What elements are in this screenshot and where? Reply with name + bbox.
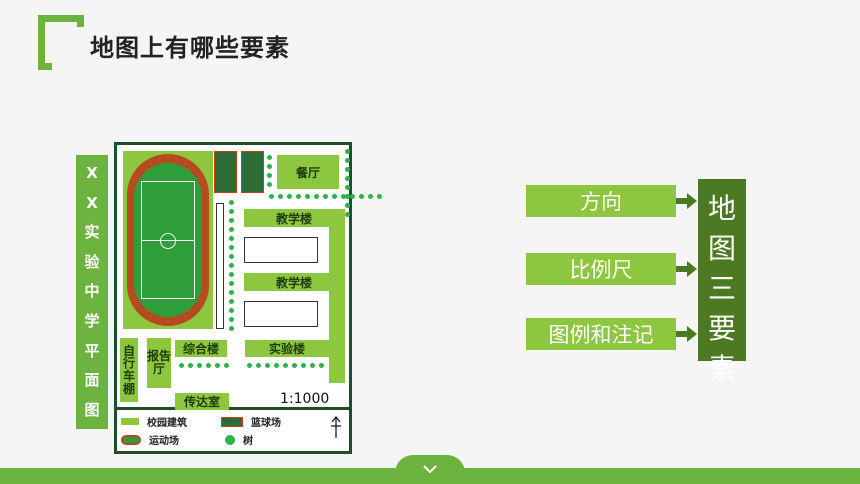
teaching-building-2: 教学楼 bbox=[244, 273, 344, 291]
tree-row bbox=[269, 194, 382, 199]
three-map-elements-box: 地 图 三 要 素 bbox=[698, 179, 746, 385]
flow-item-scale: 比例尺 bbox=[526, 253, 676, 285]
sports-field bbox=[123, 151, 213, 329]
legend-building: 校园建筑 bbox=[121, 414, 187, 429]
complex-building: 综合楼 bbox=[175, 340, 227, 357]
legend-sports: 运动场 bbox=[121, 432, 179, 447]
school-map: 餐厅 教学楼 教学楼 自行车棚 报告厅 综合楼 实验楼 传达室 1:1000 bbox=[114, 142, 382, 410]
report-hall-building: 报告厅 bbox=[147, 338, 171, 388]
football-pitch bbox=[141, 181, 195, 299]
tree-row bbox=[267, 155, 272, 187]
gate-room-building: 传达室 bbox=[175, 393, 229, 410]
map-title-char: X bbox=[86, 193, 98, 212]
teaching-building-1: 教学楼 bbox=[244, 209, 344, 227]
arrow-right-icon bbox=[676, 193, 697, 209]
footer-bar bbox=[0, 468, 860, 484]
path-strip bbox=[216, 203, 224, 329]
basketball-court bbox=[241, 151, 264, 193]
legend-tree: 树 bbox=[225, 432, 253, 447]
map-title-char: X bbox=[86, 164, 98, 183]
flow-item-direction: 方向 bbox=[526, 185, 676, 217]
arrow-right-icon bbox=[676, 261, 697, 277]
legend-basketball: 篮球场 bbox=[221, 414, 281, 429]
page-title: 地图上有哪些要素 bbox=[90, 34, 290, 62]
map-title-char: 中 bbox=[84, 282, 100, 301]
north-arrow-icon bbox=[331, 416, 341, 438]
bike-shed-building: 自行车棚 bbox=[120, 338, 138, 402]
map-vertical-title: X X 实 验 中 学 平 面 图 bbox=[76, 155, 108, 429]
basketball-court bbox=[214, 151, 237, 193]
flow-item-legend: 图例和注记 bbox=[526, 318, 676, 350]
east-wing bbox=[329, 209, 345, 383]
chevron-down-icon[interactable] bbox=[421, 463, 439, 475]
target-char: 素 bbox=[707, 352, 736, 385]
map-title-char: 学 bbox=[84, 312, 100, 330]
map-scale: 1:1000 bbox=[280, 391, 330, 407]
target-char: 三 bbox=[707, 272, 736, 305]
map-title-char: 实 bbox=[84, 223, 100, 242]
target-char: 要 bbox=[707, 312, 736, 345]
lab-building: 实验楼 bbox=[245, 340, 329, 357]
map-title-char: 图 bbox=[84, 400, 100, 419]
map-title-char: 平 bbox=[84, 341, 100, 360]
building-outline bbox=[244, 301, 318, 327]
map-legend: 校园建筑 篮球场 运动场 树 bbox=[114, 410, 352, 454]
map-title-char: 面 bbox=[84, 371, 100, 390]
tree-row bbox=[247, 363, 324, 368]
target-char: 图 bbox=[707, 232, 736, 265]
building-outline bbox=[244, 237, 318, 263]
tree-row bbox=[229, 200, 234, 331]
canteen-building: 餐厅 bbox=[277, 155, 339, 189]
title-frame-icon bbox=[38, 15, 85, 79]
tree-row bbox=[179, 363, 229, 368]
tree-row bbox=[345, 149, 350, 217]
map-title-char: 验 bbox=[84, 252, 100, 271]
arrow-right-icon bbox=[676, 326, 697, 342]
target-char: 地 bbox=[707, 192, 736, 225]
